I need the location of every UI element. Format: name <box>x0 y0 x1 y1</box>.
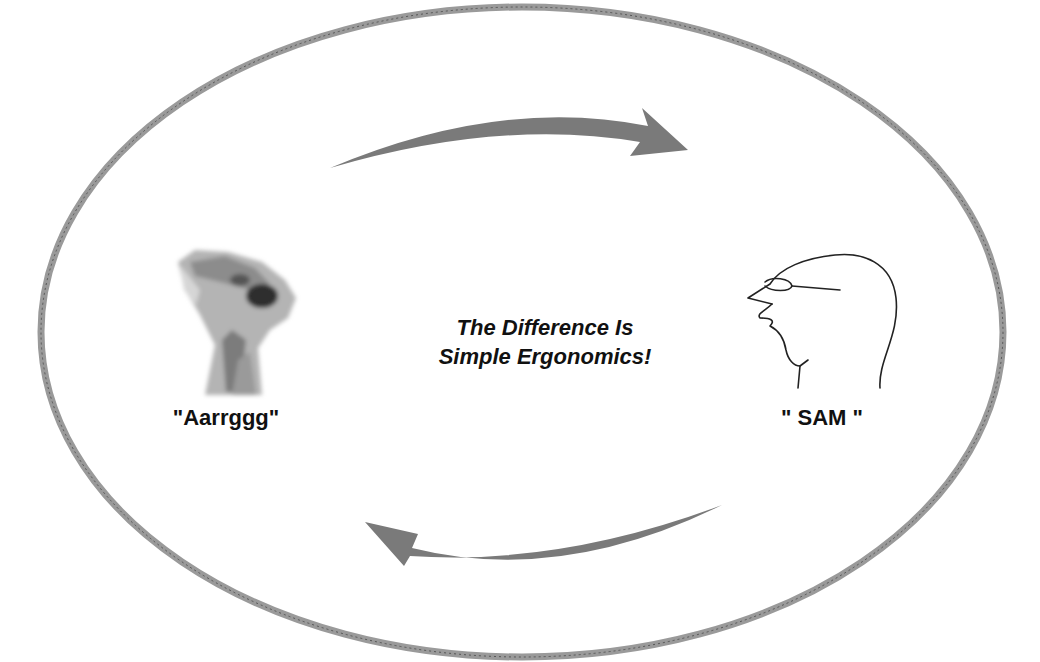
center-slogan: The Difference Is Simple Ergonomics! <box>420 314 670 371</box>
screaming-head-figure <box>178 250 296 395</box>
outer-ring <box>41 7 1003 657</box>
figure-caption: "Aarrggg" <box>116 404 336 433</box>
outer-ring-edge <box>41 7 1003 657</box>
cycle-arrow-top <box>330 108 688 168</box>
cycle-arrow-bottom <box>365 505 722 566</box>
figure-caption: " SAM " <box>712 404 932 433</box>
sam-head-figure <box>748 254 896 388</box>
